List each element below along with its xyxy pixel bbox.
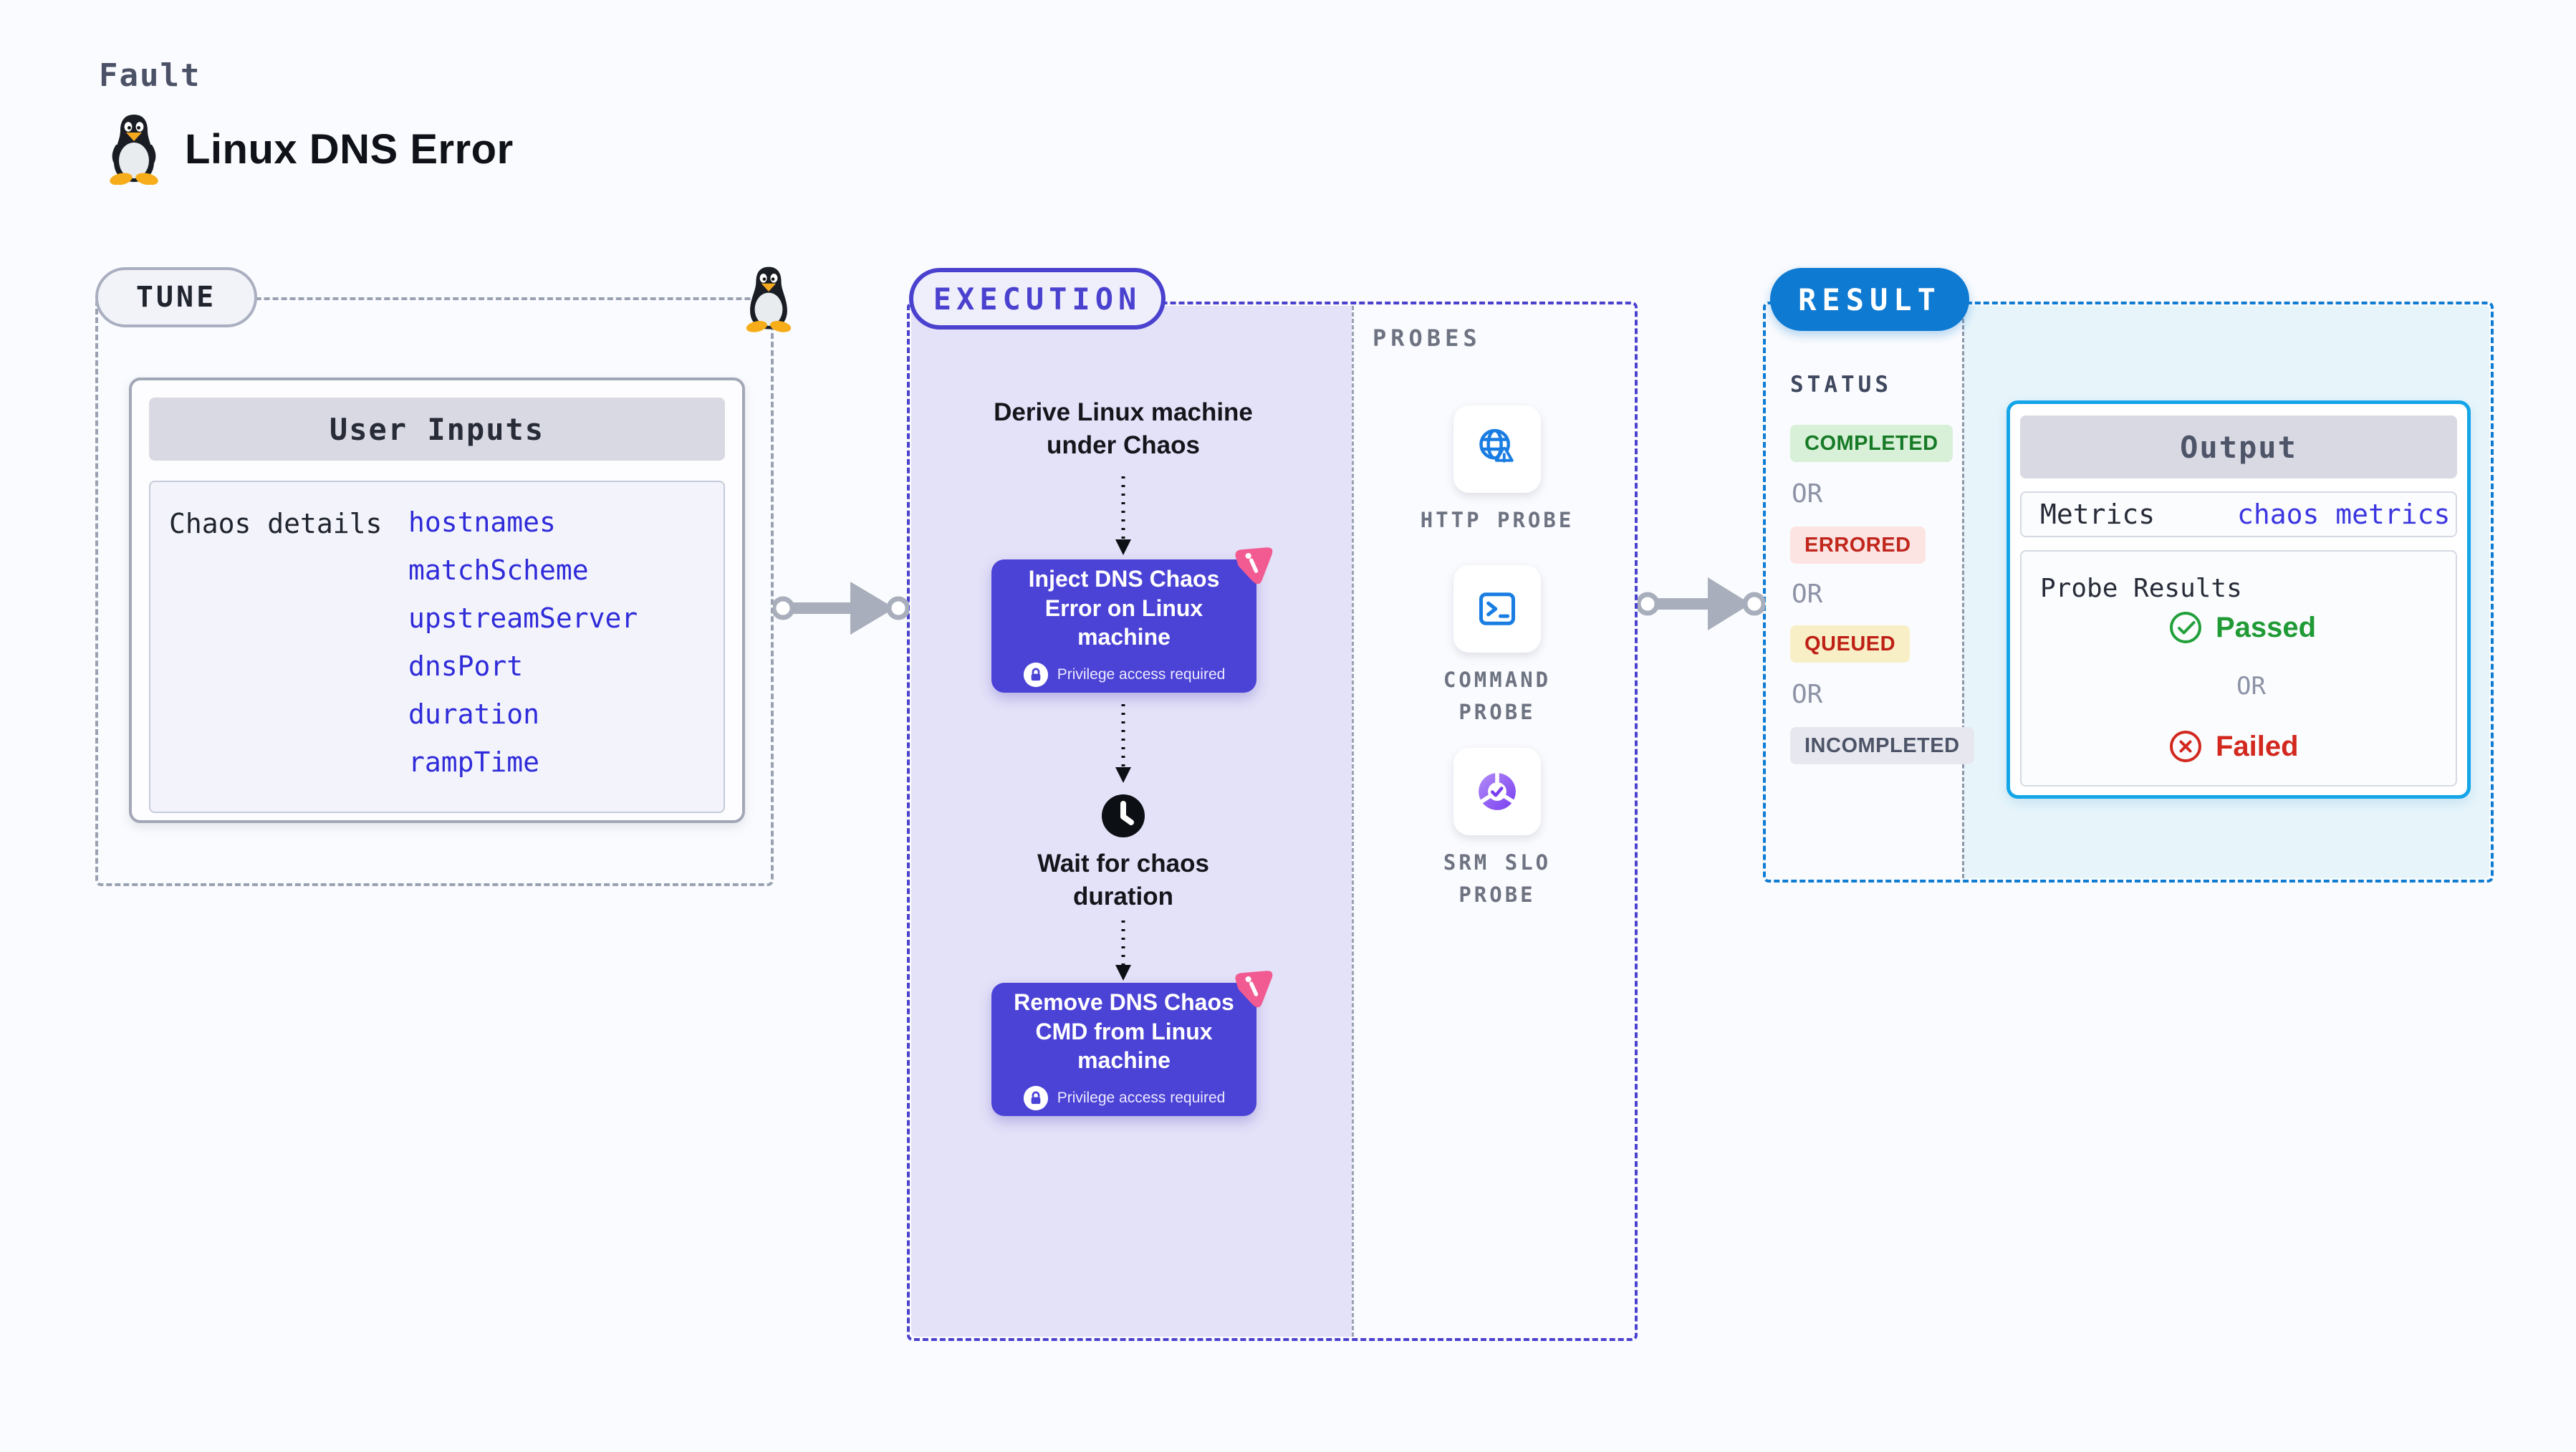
- lock-icon: [1023, 662, 1048, 688]
- srm-slo-probe-card[interactable]: [1453, 748, 1541, 835]
- probe-item-http: HTTP PROBE: [1411, 405, 1583, 537]
- input-link-matchscheme[interactable]: matchScheme: [408, 554, 589, 586]
- or-label: OR: [2236, 672, 2266, 701]
- metrics-row: Metrics chaos metrics: [2020, 491, 2457, 537]
- inject-node-label: Inject DNS Chaos Error on Linux machine: [1028, 566, 1220, 650]
- or-label: OR: [1792, 479, 1823, 509]
- output-box: Output Metrics chaos metrics Probe Resul…: [2007, 400, 2471, 799]
- remove-node-label: Remove DNS Chaos CMD from Linux machine: [1014, 989, 1234, 1074]
- result-divider: [1962, 306, 1964, 878]
- metrics-label: Metrics: [2040, 499, 2156, 530]
- tune-to-execution-arrow: [773, 582, 909, 635]
- wait-step-text: Wait for chaos duration: [1037, 850, 1209, 910]
- check-circle-icon: [2170, 612, 2201, 643]
- execution-badge: EXECUTION: [909, 268, 1166, 330]
- fault-kicker: Fault: [99, 57, 201, 94]
- passed-result: Passed: [2168, 610, 2316, 645]
- chaos-logo-icon: [1235, 547, 1273, 585]
- probes-label: PROBES: [1373, 324, 1481, 352]
- privilege-row: Privilege access required: [1023, 662, 1226, 688]
- inject-chaos-node[interactable]: Inject DNS Chaos Error on Linux machine …: [991, 547, 1273, 693]
- tune-section: [95, 297, 774, 886]
- flow-arrow-3: [1115, 920, 1131, 981]
- result-badge: RESULT: [1770, 268, 1969, 331]
- chaos-details-label: Chaos details: [169, 508, 383, 539]
- http-probe-card[interactable]: [1453, 405, 1541, 493]
- execution-probes-divider: [1352, 306, 1354, 1337]
- tune-badge: TUNE: [95, 267, 257, 327]
- result-section: STATUS COMPLETED OR ERRORED OR QUEUED OR…: [1763, 302, 2494, 883]
- probe-item-srm-slo: SRM SLO PROBE: [1411, 748, 1583, 911]
- failed-result: Failed: [2168, 729, 2299, 764]
- status-badge-errored: ERRORED: [1790, 527, 1926, 564]
- privilege-note: Privilege access required: [1057, 1089, 1226, 1106]
- input-link-duration[interactable]: duration: [408, 698, 540, 730]
- or-label: OR: [1792, 580, 1823, 609]
- chaos-details-list: Chaos details hostnames matchScheme upst…: [149, 481, 725, 813]
- chaos-input-links: hostnames matchScheme upstreamServer dns…: [408, 498, 638, 786]
- input-link-dnsport[interactable]: dnsPort: [408, 650, 524, 682]
- title-row: Linux DNS Error: [105, 113, 514, 185]
- privilege-note: Privilege access required: [1057, 665, 1226, 683]
- status-label: STATUS: [1790, 372, 1892, 398]
- passed-label: Passed: [2216, 611, 2317, 643]
- command-probe-card[interactable]: [1453, 565, 1541, 653]
- page-title: Linux DNS Error: [185, 125, 514, 173]
- output-header: Output: [2020, 415, 2457, 479]
- input-link-ramptime[interactable]: rampTime: [408, 746, 540, 778]
- privilege-row: Privilege access required: [1023, 1085, 1226, 1111]
- execution-to-result-arrow: [1638, 577, 1765, 630]
- remove-chaos-node[interactable]: Remove DNS Chaos CMD from Linux machine …: [991, 971, 1273, 1116]
- status-badge-incompleted: INCOMPLETED: [1790, 727, 1974, 764]
- or-label: OR: [1792, 680, 1823, 709]
- user-inputs-header: User Inputs: [149, 398, 725, 461]
- probe-results-row: Probe Results Passed OR Failed: [2020, 550, 2457, 787]
- pie-check-icon: [1478, 771, 1517, 810]
- tune-penguin-icon: [746, 266, 792, 332]
- terminal-icon: [1479, 592, 1516, 625]
- input-link-upstreamserver[interactable]: upstreamServer: [408, 602, 638, 634]
- flow-arrow-2: [1115, 704, 1131, 783]
- x-circle-icon: [2170, 731, 2201, 762]
- lock-icon: [1023, 1085, 1048, 1111]
- chaos-metrics-link[interactable]: chaos metrics: [2237, 499, 2451, 530]
- input-link-hostnames[interactable]: hostnames: [408, 506, 556, 538]
- failed-label: Failed: [2216, 730, 2299, 762]
- probe-results-label: Probe Results: [2040, 574, 2242, 603]
- execution-section: PROBES Derive Linux machine under Chaos …: [907, 302, 1638, 1341]
- linux-penguin-icon: [110, 115, 158, 185]
- status-badge-queued: QUEUED: [1790, 625, 1911, 663]
- clock-icon: [1102, 794, 1145, 837]
- srm-slo-probe-label: SRM SLO PROBE: [1443, 850, 1552, 907]
- probe-item-command: COMMAND PROBE: [1411, 565, 1583, 729]
- flow-arrow-1: [1115, 476, 1131, 555]
- chaos-logo-icon: [1235, 971, 1273, 1008]
- status-badge-completed: COMPLETED: [1790, 425, 1953, 462]
- globe-alert-icon: [1479, 428, 1514, 463]
- user-inputs-card: User Inputs Chaos details hostnames matc…: [129, 378, 745, 823]
- command-probe-label: COMMAND PROBE: [1443, 668, 1552, 724]
- derive-step-text: Derive Linux machine under Chaos: [994, 398, 1253, 459]
- http-probe-label: HTTP PROBE: [1420, 508, 1575, 532]
